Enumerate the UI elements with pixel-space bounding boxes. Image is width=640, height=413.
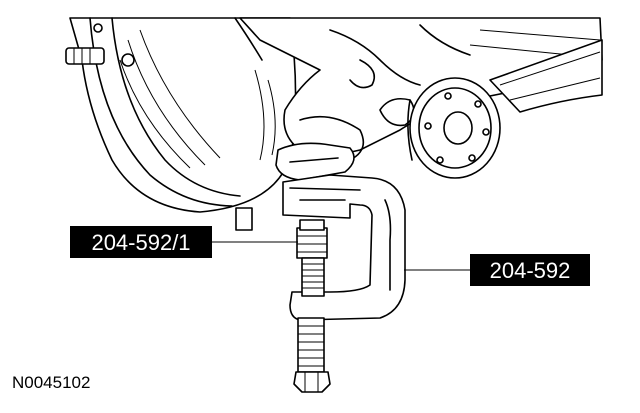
leader-lines	[210, 241, 472, 271]
callout-label: 204-592	[490, 258, 571, 283]
callout-204-592-1: 204-592/1	[70, 226, 212, 258]
hex-nut	[293, 371, 331, 393]
lower-control-arm	[489, 39, 603, 113]
tool-adapter	[235, 207, 328, 259]
tool-frame	[282, 174, 406, 321]
callout-label: 204-592/1	[91, 230, 190, 255]
ball-joint	[275, 142, 355, 181]
callout-204-592: 204-592	[470, 254, 590, 286]
forcing-screw	[297, 257, 325, 373]
figure-id: N0045102	[12, 373, 90, 392]
brake-rotor	[69, 17, 297, 213]
hub-flange	[407, 77, 501, 179]
wheel-stud	[65, 23, 135, 67]
